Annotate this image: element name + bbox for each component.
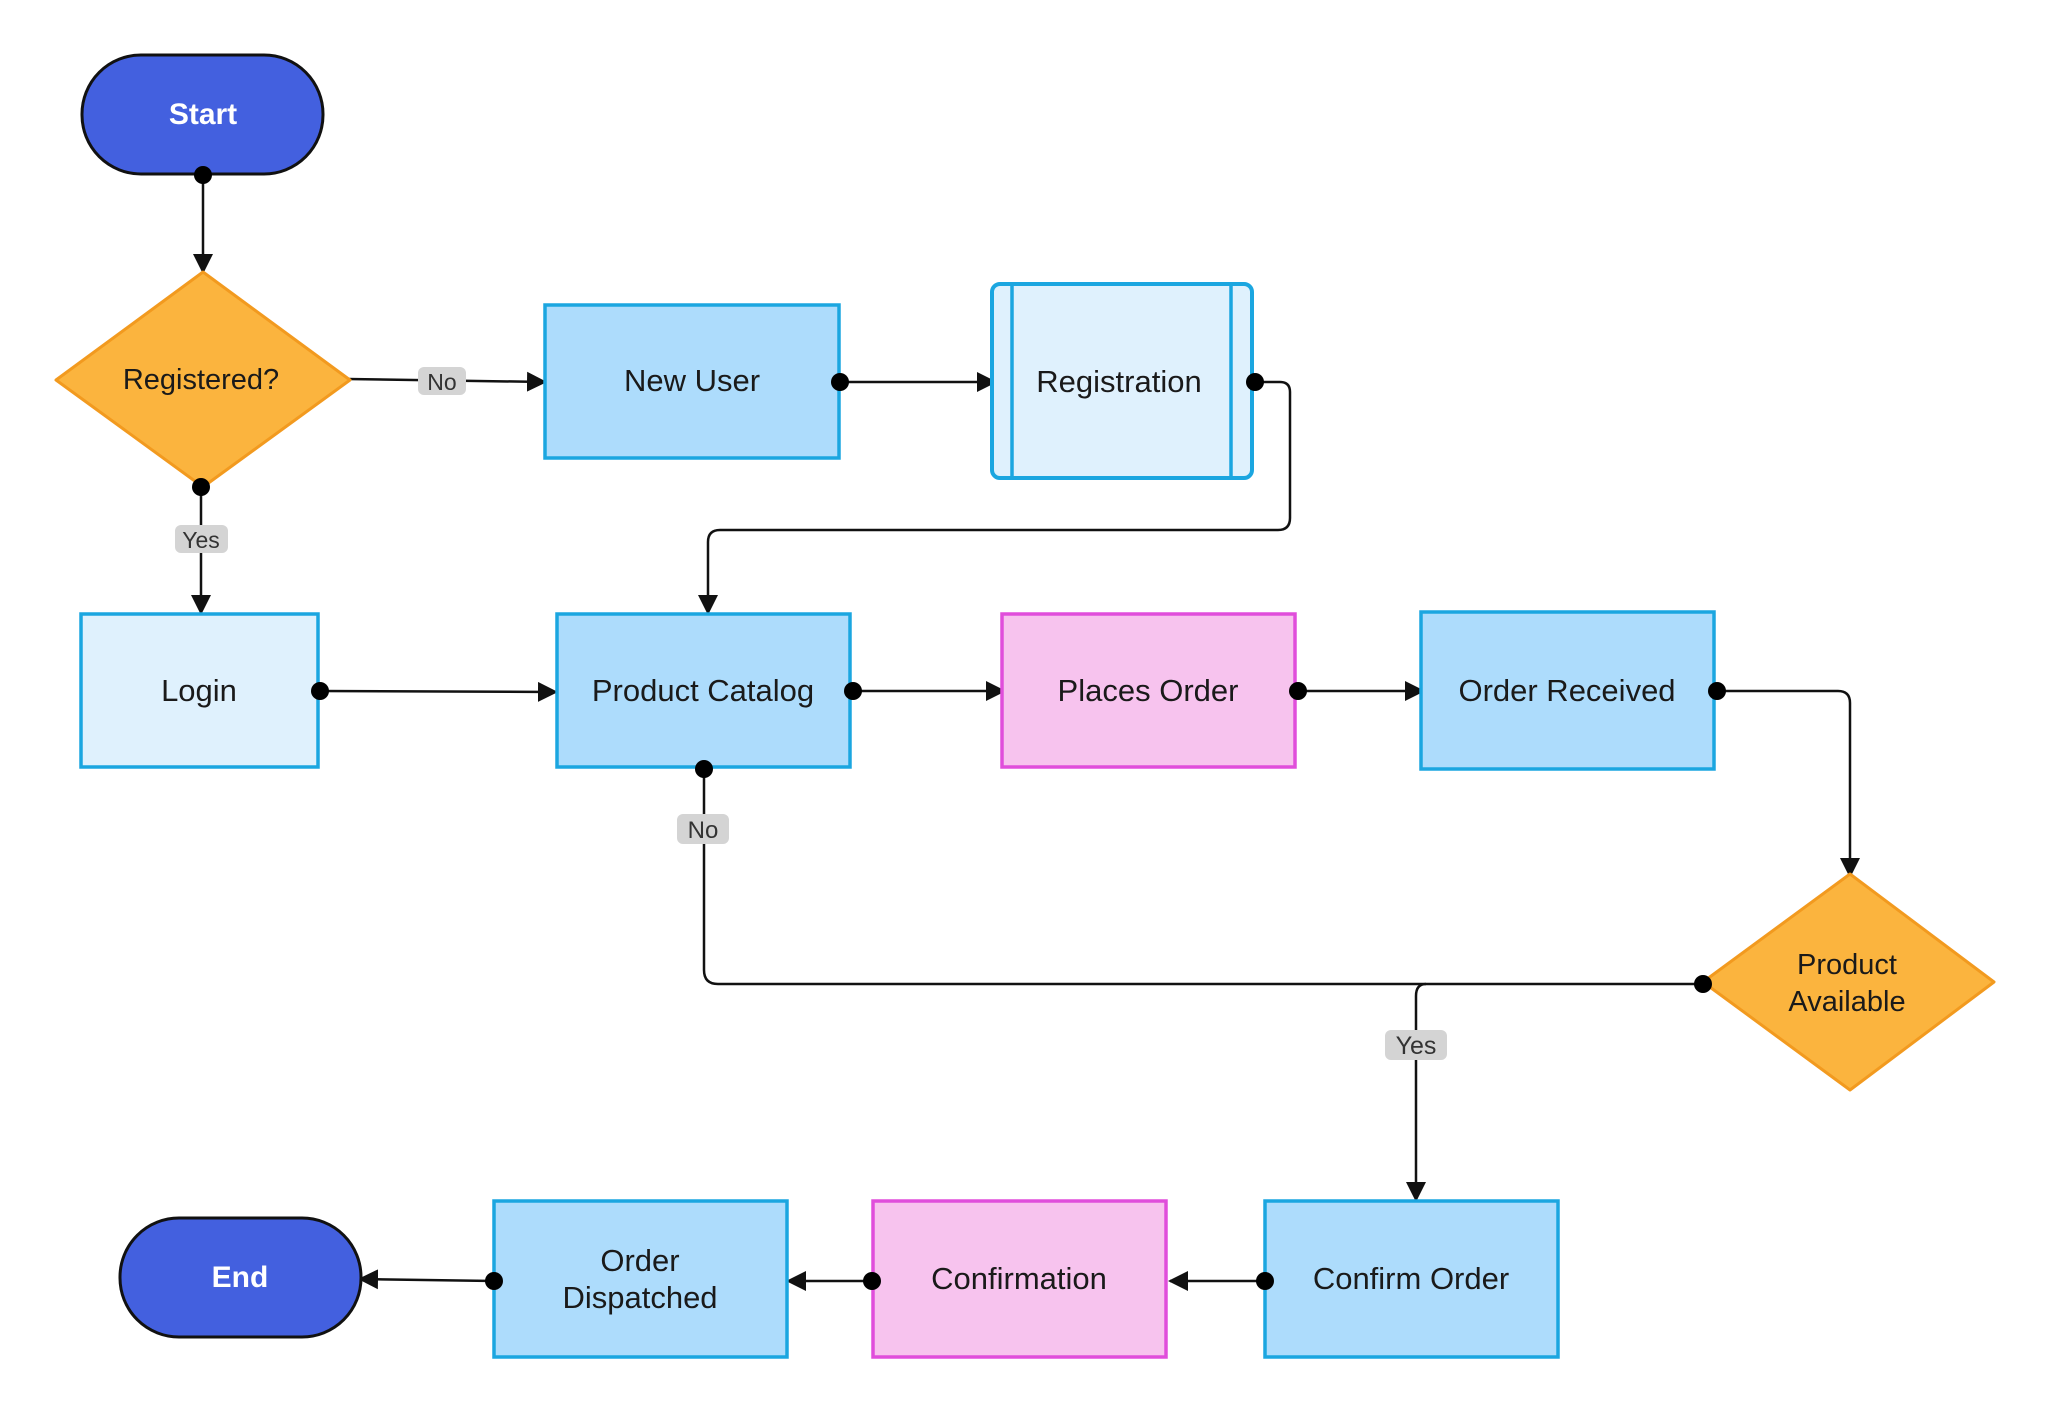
edge-label-available-yes: Yes [1385, 1030, 1447, 1060]
edge-orderreceived-available [1717, 689, 1860, 878]
dot-registration-right [1246, 373, 1264, 391]
confirm-order-label: Confirm Order [1313, 1261, 1509, 1296]
dot-start-bottom [194, 166, 212, 184]
confirmation-node[interactable]: Confirmation [871, 1199, 1168, 1359]
product-catalog-node[interactable]: Product Catalog [555, 612, 852, 769]
edge-dispatched-end [358, 1269, 495, 1290]
dot-confirmation-left [863, 1272, 881, 1290]
edge-login-catalog [319, 681, 558, 702]
dot-placesorder-right [1289, 682, 1307, 700]
confirmation-label: Confirmation [931, 1261, 1107, 1296]
confirm-order-node[interactable]: Confirm Order [1263, 1199, 1560, 1359]
registration-label: Registration [1036, 364, 1201, 399]
edge-available-confirm [1406, 982, 1427, 1202]
edge-label-registered-no: No [418, 367, 466, 395]
edge-available-catalog [702, 769, 1703, 986]
registered-decision[interactable]: Registered? [54, 270, 352, 489]
places-order-label: Places Order [1058, 673, 1239, 708]
places-order-node[interactable]: Places Order [1000, 612, 1297, 769]
start-node[interactable]: Start [80, 53, 325, 176]
connectors [191, 175, 1860, 1291]
dot-registered-bottom [192, 478, 210, 496]
dot-catalog-bottom [695, 760, 713, 778]
login-node[interactable]: Login [79, 612, 320, 769]
connection-dots [192, 166, 1726, 1290]
dot-login-right [311, 682, 329, 700]
svg-text:No: No [427, 369, 456, 395]
product-available-decision[interactable]: Product Available [1701, 872, 1996, 1092]
end-node[interactable]: End [118, 1216, 363, 1339]
registration-node[interactable]: Registration [990, 282, 1254, 480]
end-label: End [212, 1261, 269, 1294]
dot-catalog-right [844, 682, 862, 700]
svg-text:No: No [688, 817, 719, 844]
dot-available-left [1694, 975, 1712, 993]
order-received-node[interactable]: Order Received [1419, 610, 1716, 771]
edge-label-registered-yes: Yes [175, 525, 228, 553]
start-label: Start [169, 98, 237, 131]
edge-registration-catalog [698, 380, 1292, 615]
svg-text:Yes: Yes [182, 527, 220, 553]
login-label: Login [161, 673, 237, 708]
new-user-label: New User [624, 363, 760, 398]
registered-label: Registered? [123, 364, 279, 396]
svg-text:Yes: Yes [1396, 1032, 1437, 1060]
product-available-label-line2: Available [1788, 986, 1905, 1018]
order-dispatched-label-line1: Order [600, 1243, 679, 1278]
product-available-label-line1: Product [1797, 949, 1897, 981]
dot-dispatched-left [485, 1272, 503, 1290]
edge-label-catalog-no: No [677, 814, 729, 844]
dot-newuser-right [831, 373, 849, 391]
order-dispatched-node[interactable]: Order Dispatched [492, 1199, 789, 1359]
order-received-label: Order Received [1458, 673, 1675, 708]
dot-confirm-left [1256, 1272, 1274, 1290]
dot-orderreceived-right [1708, 682, 1726, 700]
new-user-node[interactable]: New User [543, 303, 841, 460]
order-dispatched-label-line2: Dispatched [562, 1280, 717, 1315]
product-catalog-label: Product Catalog [592, 673, 814, 708]
